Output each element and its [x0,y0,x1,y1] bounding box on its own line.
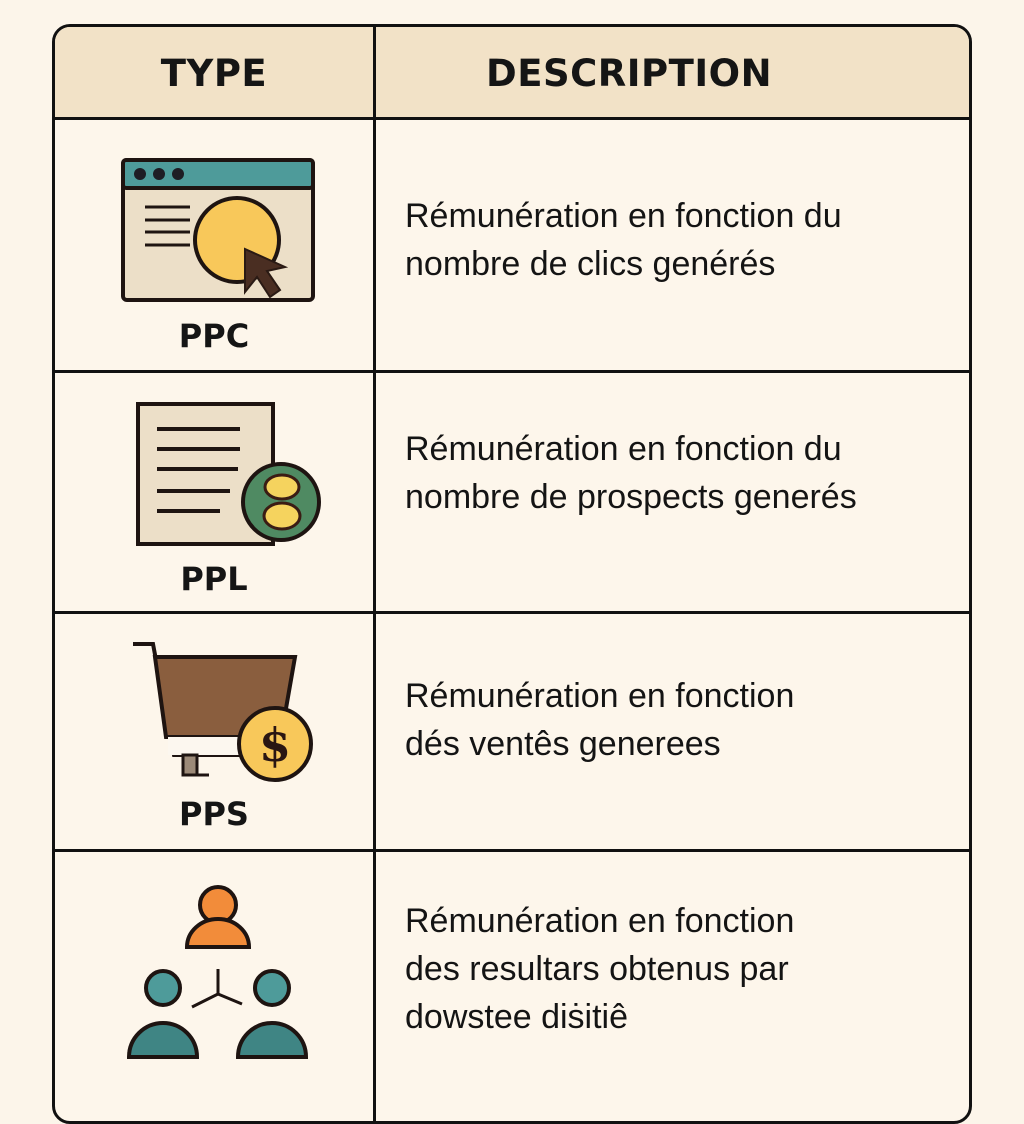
row-divider [55,611,969,614]
svg-text:$: $ [259,718,291,772]
description-line: dés ventês generees [405,725,721,763]
column-header-description: DESCRIPTION [486,52,773,95]
document-coin-icon [55,397,373,567]
description-line: nombre de prospects generés [405,478,857,516]
description-line: Rémunération en fonction du [405,430,842,468]
type-code-label: PPL [180,560,248,598]
row-description: Rémunération en fonction du nombre de cl… [405,192,965,288]
column-header-type: TYPE [160,52,268,95]
description-line: Rémunération en fonction du [405,197,842,235]
shopping-cart-dollar-icon: $ [55,637,373,807]
row-divider [55,370,969,373]
description-line: dowstee diṡitiê [405,998,629,1036]
people-network-icon [55,877,373,1077]
description-line: nombre de clics genérés [405,245,776,283]
browser-click-icon [55,147,373,307]
column-divider [373,27,376,1121]
table-header: TYPE DESCRIPTION [55,27,969,120]
row-description: Rémunération en fonction dés ventês gene… [405,672,965,768]
description-line: des resultars obtenus par [405,950,789,988]
description-line: Rémunération en fonction [405,677,795,715]
row-description: Rémunération en fonction des resultars o… [405,897,965,1041]
row-divider [55,849,969,852]
affiliate-pricing-table: TYPE DESCRIPTION PPC Rémunération en [52,24,972,1124]
type-code-label: PPC [178,317,250,355]
row-description: Rémunération en fonction du nombre de pr… [405,425,965,521]
type-code-label: PPS [179,795,249,833]
description-line: Rémunération en fonction [405,902,795,940]
